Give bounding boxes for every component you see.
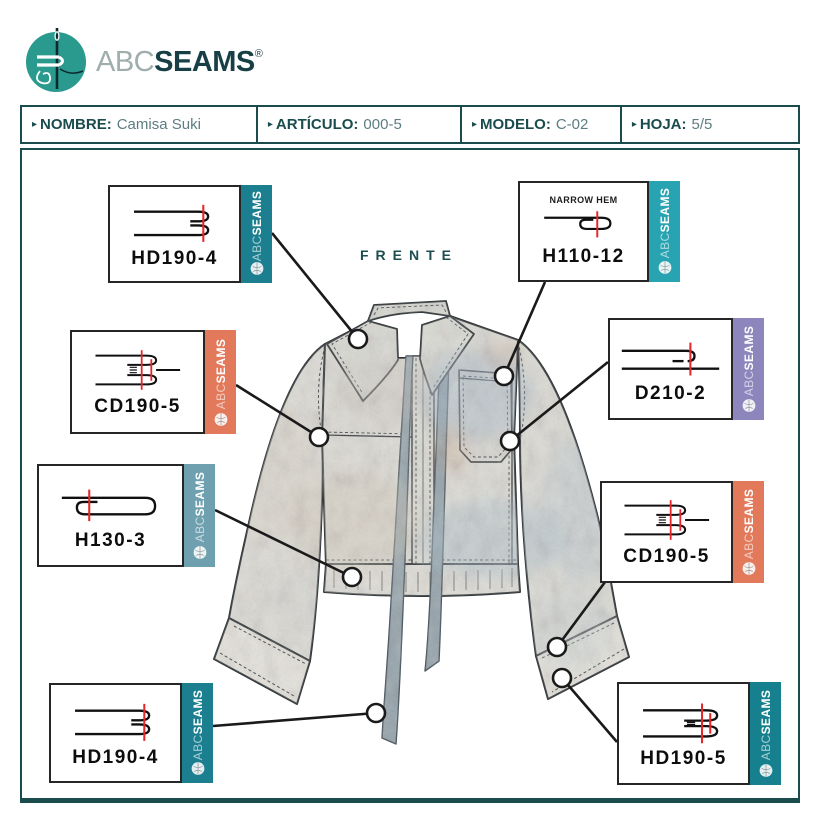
tab-brand-text: ABCSEAMS <box>758 689 773 761</box>
globe-icon <box>658 261 671 274</box>
callout-tab: ABCSEAMS <box>241 185 272 283</box>
callout-h130-3: H130-3 ABCSEAMS <box>37 464 215 567</box>
callout-lines <box>212 232 618 743</box>
info-label: ARTÍCULO: <box>275 116 359 133</box>
seam-diagram-body: HD190-4 <box>49 683 182 783</box>
tab-brand-text: ABCSEAMS <box>741 488 756 560</box>
seam-diagram-h110-12 <box>544 211 612 238</box>
globe-icon <box>250 262 263 275</box>
arrow-icon: ▸ <box>471 119 477 130</box>
seam-diagram-cd190-5 <box>624 500 710 540</box>
arrow-icon: ▸ <box>631 119 637 130</box>
globe-icon <box>191 762 204 775</box>
view-label-frente: FRENTE <box>360 247 458 263</box>
info-label: HOJA: <box>639 116 687 133</box>
info-cell-nombre: ▸ NOMBRE: Camisa Suki <box>22 107 258 142</box>
info-cell-modelo: ▸ MODELO: C-02 <box>462 107 622 142</box>
globe-icon <box>759 764 772 777</box>
callout-markers <box>308 328 573 724</box>
seam-diagram-body: H130-3 <box>37 464 184 567</box>
seam-diagram-hd190-4 <box>134 204 210 242</box>
seam-diagram-body: NARROW HEM H110-12 <box>518 181 649 282</box>
seam-diagram-body: D210-2 <box>608 318 733 420</box>
seam-diagram-hd190-4 <box>75 703 151 741</box>
seam-diagram-body: CD190-5 <box>600 481 733 583</box>
callout-tab: ABCSEAMS <box>733 481 764 583</box>
callout-h110-12: NARROW HEM H110-12 ABCSEAMS <box>518 181 680 282</box>
seam-code: H110-12 <box>542 246 625 267</box>
brand-wordmark: ABCSEAMS® <box>96 46 263 79</box>
callout-tab: ABCSEAMS <box>733 318 764 420</box>
callout-cd190-5-left: CD190-5 ABCSEAMS <box>70 330 236 434</box>
brand-bold: SEAMS <box>154 46 255 78</box>
globe-icon <box>193 546 206 559</box>
tab-brand-text: ABCSEAMS <box>213 338 228 409</box>
seam-code: HD190-4 <box>72 747 159 768</box>
header: ABCSEAMS® <box>0 0 820 100</box>
callout-hd190-5: HD190-5 ABCSEAMS <box>617 682 781 785</box>
tab-brand-text: ABCSEAMS <box>741 325 756 397</box>
seam-code: H130-3 <box>74 529 147 551</box>
tab-brand-text: ABCSEAMS <box>249 190 264 262</box>
callout-tab: ABCSEAMS <box>182 683 213 783</box>
abcseams-logo-icon <box>26 28 86 92</box>
callout-tab: ABCSEAMS <box>750 682 781 785</box>
seam-code: HD190-4 <box>131 248 218 269</box>
registered-mark: ® <box>254 48 263 60</box>
arrow-icon: ▸ <box>267 119 273 130</box>
seam-note: NARROW HEM <box>549 195 618 205</box>
seam-diagram-body: HD190-4 <box>108 185 241 283</box>
callout-hd190-4-top-left: HD190-4 ABCSEAMS <box>108 185 272 283</box>
seam-diagram-body: CD190-5 <box>70 330 205 434</box>
callout-tab: ABCSEAMS <box>184 464 215 567</box>
seam-code: CD190-5 <box>94 396 181 417</box>
tab-brand-text: ABCSEAMS <box>192 471 207 543</box>
info-value: Camisa Suki <box>116 116 201 133</box>
info-value: C-02 <box>555 116 589 133</box>
seam-code: D210-2 <box>634 383 707 404</box>
info-label: MODELO: <box>480 116 551 133</box>
info-label: NOMBRE: <box>40 116 112 133</box>
fabric-texture <box>214 301 629 744</box>
globe-icon <box>742 562 755 575</box>
info-cell-hoja: ▸ HOJA: 5/5 <box>622 107 798 142</box>
seam-diagram-hd190-5 <box>643 702 719 743</box>
garment-illustration <box>212 232 630 745</box>
brand-light: ABC <box>96 46 155 78</box>
seam-code: HD190-5 <box>640 747 727 769</box>
callout-tab: ABCSEAMS <box>205 330 236 434</box>
seam-diagram-body: HD190-5 <box>617 682 750 785</box>
seam-diagram-cd190-5 <box>95 350 181 390</box>
info-value: 000-5 <box>363 116 402 133</box>
callout-tab: ABCSEAMS <box>649 181 680 282</box>
globe-icon <box>742 399 755 412</box>
info-cell-articulo: ▸ ARTÍCULO: 000-5 <box>258 107 462 142</box>
globe-icon <box>214 413 227 426</box>
seam-diagram-h130-3 <box>61 489 157 521</box>
callout-hd190-4-bottom-left: HD190-4 ABCSEAMS <box>49 683 213 783</box>
drawing-panel: FRENTE HD190-4 ABCSEAMS <box>20 148 800 803</box>
tab-brand-text: ABCSEAMS <box>190 689 205 761</box>
info-bar: ▸ NOMBRE: Camisa Suki ▸ ARTÍCULO: 000-5 … <box>20 105 800 144</box>
arrow-icon: ▸ <box>32 119 38 130</box>
seam-code: CD190-5 <box>623 546 710 567</box>
callout-cd190-5-right: CD190-5 ABCSEAMS <box>600 481 764 583</box>
seam-diagram-d210-2 <box>621 342 720 376</box>
callout-d210-2: D210-2 ABCSEAMS <box>608 318 764 420</box>
info-value: 5/5 <box>691 116 713 133</box>
tab-brand-text: ABCSEAMS <box>657 188 672 259</box>
